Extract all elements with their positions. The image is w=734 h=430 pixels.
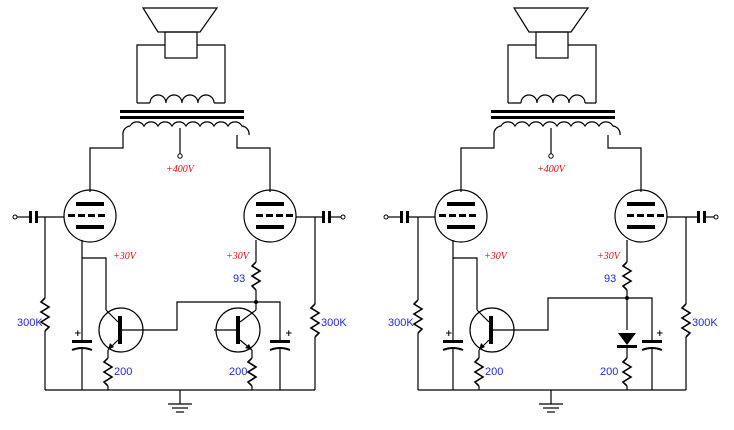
grid-resistor-left-label: 300K xyxy=(17,317,43,329)
transistor-right xyxy=(214,307,261,353)
b-plus-terminal xyxy=(548,153,554,159)
plate-wires xyxy=(460,135,642,192)
cathode-wire-left xyxy=(81,240,107,310)
grid-resistor-right xyxy=(680,303,692,338)
b-plus-label: +400V xyxy=(537,164,567,175)
emitter-resistor-right-label: 200 xyxy=(229,366,247,378)
input-capacitor-left xyxy=(12,211,64,223)
transformer-primary-coil xyxy=(122,121,250,136)
speaker-wire xyxy=(136,44,226,103)
bypass-wire-right xyxy=(256,301,281,340)
tube-left xyxy=(434,189,488,243)
cathode-resistor-right xyxy=(621,261,633,291)
capacitor-plus-right: + xyxy=(285,329,293,339)
grid-resistor-right-label: 300K xyxy=(692,317,718,329)
emitter-resistor-left-label: 200 xyxy=(114,366,132,378)
transformer-core-bottom xyxy=(491,116,615,119)
bypass-wire-right xyxy=(627,297,653,340)
tube-left xyxy=(63,189,117,243)
grid-resistor-left-label: 300K xyxy=(388,317,414,329)
emitter-resistor-right xyxy=(621,357,633,387)
cathode-voltage-right: +30V xyxy=(226,251,251,262)
tube-right xyxy=(614,189,668,243)
speaker-icon xyxy=(512,7,590,59)
diode-icon xyxy=(617,333,637,358)
grid-resistor-left xyxy=(412,299,424,334)
input-capacitor-left xyxy=(383,211,435,223)
emitter-resistor-right xyxy=(246,357,258,387)
cathode-voltage-left: +30V xyxy=(484,251,509,262)
transformer-primary-coil xyxy=(493,121,621,136)
ground-icon xyxy=(168,390,192,413)
bypass-capacitor-right: + xyxy=(269,329,293,390)
capacitor-plus-left: + xyxy=(74,329,82,339)
cathode-resistor-right-label: 93 xyxy=(233,273,245,285)
tube-right xyxy=(243,189,297,243)
transformer-secondary-coil xyxy=(137,94,225,104)
transistor-left xyxy=(469,307,515,353)
cathode-resistor-right xyxy=(250,261,262,291)
speaker-icon xyxy=(141,7,219,59)
transformer-secondary-coil xyxy=(508,94,596,104)
ground-icon xyxy=(539,390,563,413)
input-capacitor-right xyxy=(667,211,719,223)
transistor-left xyxy=(98,307,144,353)
plate-wires xyxy=(89,135,271,192)
grid-resistor-right xyxy=(309,303,321,338)
cathode-voltage-right: +30V xyxy=(597,251,622,262)
transformer-core-top xyxy=(120,110,244,113)
emitter-resistor-left-label: 200 xyxy=(485,366,503,378)
circuit-right: +400V 300K +30V + xyxy=(383,7,719,413)
capacitor-plus-right: + xyxy=(656,329,664,339)
capacitor-plus-left: + xyxy=(445,329,453,339)
transformer-core-bottom xyxy=(120,116,244,119)
cathode-wire-left xyxy=(452,240,478,310)
b-plus-label: +400V xyxy=(166,164,196,175)
bypass-capacitor-left: + xyxy=(442,258,464,390)
cathode-resistor-right-label: 93 xyxy=(604,273,616,285)
bypass-capacitor-right: + xyxy=(641,329,664,390)
circuit-left: +400V 300K +30V + xyxy=(12,7,347,413)
grid-resistor-right-label: 300K xyxy=(321,317,347,329)
bypass-capacitor-left: + xyxy=(71,258,93,390)
cathode-voltage-left: +30V xyxy=(113,251,138,262)
b-plus-terminal xyxy=(177,153,183,159)
emitter-resistor-left xyxy=(473,357,485,387)
speaker-wire xyxy=(507,44,597,103)
base-link-wire xyxy=(515,297,627,331)
transformer-core-top xyxy=(491,110,615,113)
grid-resistor-left xyxy=(39,297,51,332)
base-link-wire xyxy=(144,301,256,331)
emitter-resistor-right-label: 200 xyxy=(600,366,618,378)
emitter-resistor-left xyxy=(102,357,114,387)
input-capacitor-right xyxy=(296,211,346,223)
